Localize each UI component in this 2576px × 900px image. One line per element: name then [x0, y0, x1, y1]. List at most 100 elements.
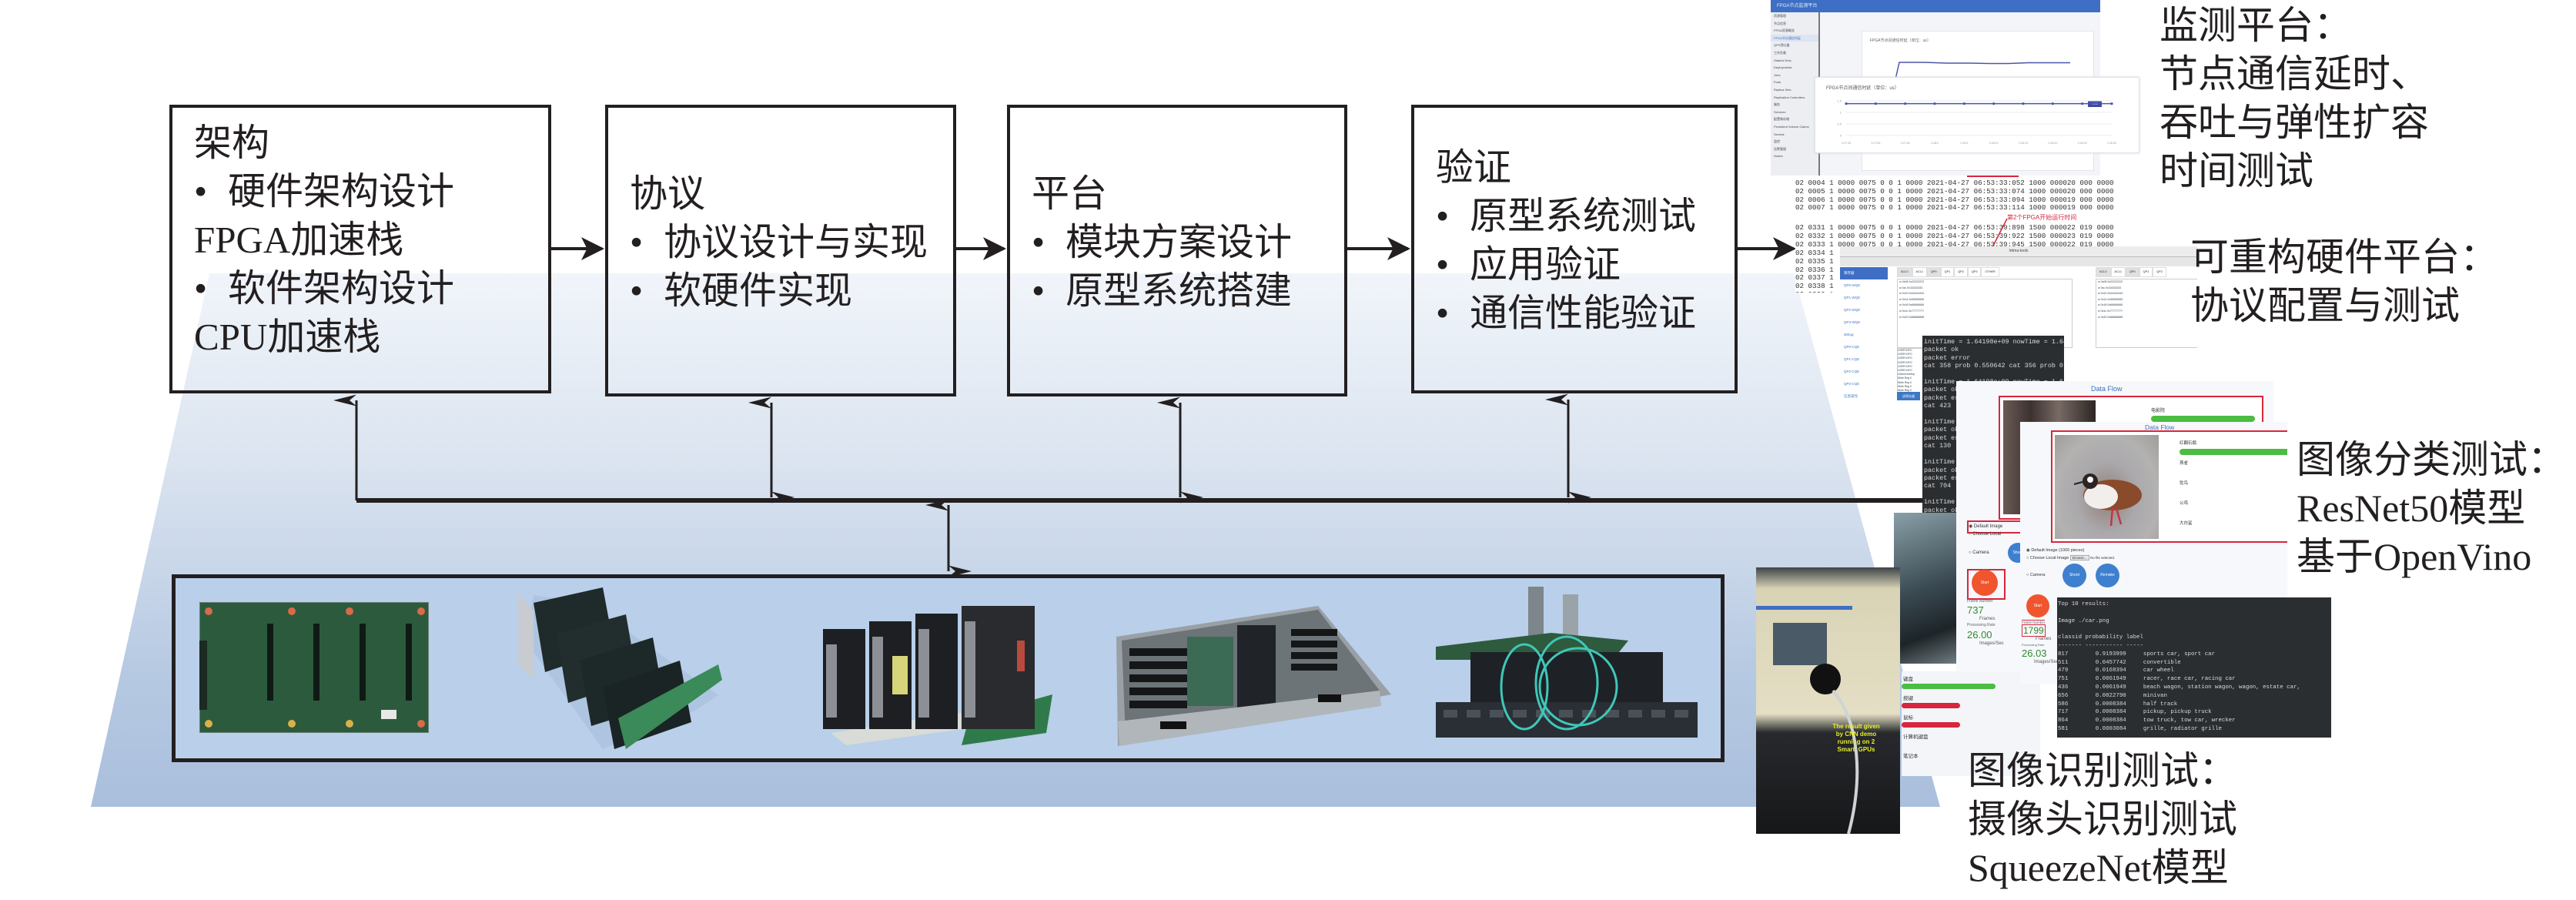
rdma-nav-item[interactable]: QP0-CQE — [1844, 345, 1860, 349]
radio-icon: ○ — [1969, 532, 1973, 537]
dataflow1-radio-local[interactable]: ○ Choose Local — [1969, 532, 2001, 537]
x-tick-label: 2:28:0 — [1931, 142, 1939, 145]
platform-box: 平台 模块方案设计 原型系统搭建 — [1007, 105, 1347, 396]
rdma-tab[interactable]: ACL1 — [1912, 267, 1927, 277]
info-line: Write Reg 0 — [1898, 380, 1912, 384]
x-tick-label: 2:28:15 — [2019, 142, 2028, 145]
browse-button[interactable]: Browse... — [2069, 555, 2089, 560]
rdma-tab[interactable]: QP1 — [1940, 267, 1955, 277]
rdma-toolbar — [1840, 257, 2197, 266]
dataflow1-radio-camera[interactable]: ○ Camera — [1969, 550, 1989, 555]
dataflow2-radio-local[interactable]: ○ Choose Local Image Browse... No file s… — [2026, 555, 2116, 560]
dataflow1-top-bar — [2151, 416, 2255, 422]
dataflow2-rate-unit: Images/Sec — [2034, 660, 2059, 664]
rdma-tab[interactable]: QP2 — [1954, 267, 1968, 277]
dataflow2-radio-default[interactable]: ◉ Default Image (1000 pieces) — [2026, 548, 2085, 553]
rdma-tab[interactable]: ACL0 — [1897, 267, 1912, 277]
rdma-tab[interactable]: QP0 — [1927, 267, 1941, 277]
rdma-nav-item[interactable]: QP1-CQE — [1844, 357, 1860, 361]
dataflow2-radio-camera[interactable]: ○ Camera — [2026, 573, 2046, 577]
latency-point — [1992, 102, 1996, 105]
sidebar-item[interactable]: Secrets — [1774, 132, 1785, 136]
dataflow2-shoot-button[interactable]: Shoot — [2062, 564, 2086, 587]
rdma-nav-item[interactable]: QP1-WQE — [1844, 296, 1861, 299]
rdma-nav-item[interactable]: 寄存器 — [1840, 267, 1888, 279]
y-tick-label: 1.5 — [1837, 99, 1842, 103]
recognition-bars: 键盘按键鼠标计算机键盘笔记本 — [1902, 671, 2040, 776]
y-tick-label: 1 — [1840, 111, 1842, 115]
sidebar-item[interactable]: 节点信息 — [1774, 21, 1786, 25]
rdma-nav-item[interactable]: QP2-CQE — [1844, 370, 1860, 373]
dataflow2-start-button[interactable]: Start — [2026, 594, 2049, 617]
terminal-line: packet error — [1924, 353, 1971, 362]
dataflow1-start-button[interactable]: Start — [1972, 570, 1998, 596]
sidebar-item[interactable]: 配置和存储 — [1774, 117, 1789, 122]
rdma-tab[interactable]: QP3 — [1967, 267, 1982, 277]
log-block-a: 02 0004 1 0000 0075 0 0 1 0000 2021-04-2… — [1795, 179, 2114, 212]
rdma-tab[interactable]: QP1 — [2139, 267, 2153, 277]
dataflow2-remake-button[interactable]: Remake — [2096, 564, 2119, 587]
monitoring-header: FPGA节点监测平台 — [1771, 0, 2100, 12]
sidebar-item[interactable]: Replication Controllers — [1774, 95, 1805, 99]
top10-row: 751 0.0061949 racer, race car, racing ca… — [2058, 676, 2236, 683]
info-line: c0dc/home/top — [1898, 373, 1915, 376]
sidebar-item[interactable]: 工作负载 — [1774, 50, 1786, 55]
rdma-nav-item[interactable]: QP2-WQE — [1844, 308, 1861, 312]
info-line: USER INFO — [1898, 349, 1912, 352]
sidebar-item[interactable]: QPS吞吐量 — [1774, 43, 1790, 48]
dataflow2-result-frame: 红翻石鹬燕雀鸵鸟公鸡大白鲨 — [2051, 430, 2287, 543]
rdma-tab[interactable]: QP2 — [2153, 267, 2166, 277]
recognition-bar — [1902, 722, 1960, 728]
sidebar-item[interactable]: Nodes — [1774, 154, 1783, 159]
rdma-nav-item[interactable]: 信息操作 — [1844, 394, 1858, 398]
network-switch-image — [1436, 587, 1698, 738]
log-line: 02 0338 1 — [1795, 282, 1834, 291]
sidebar-item[interactable]: Deployments — [1774, 65, 1792, 70]
rdma-nav-item[interactable]: QP3-CQE — [1844, 382, 1860, 386]
sidebar-item[interactable]: Stateful Sets — [1774, 58, 1791, 62]
dataflow1-rate-unit: Images/Sec — [1979, 641, 2004, 646]
rdma-nav-item[interactable]: QP0-WQE — [1844, 283, 1861, 287]
log-line: 02 0331 1 0000 0075 0 0 1 0000 2021-04-2… — [1795, 223, 2114, 232]
caption-line: running on 2 — [1837, 738, 1875, 745]
top10-columns: classid probability label — [2058, 634, 2143, 641]
rdma-title: lrdma-tools — [2009, 249, 2029, 253]
sidebar-item[interactable]: Replica Sets — [1774, 87, 1791, 92]
sidebar-item[interactable]: Jobs — [1774, 72, 1781, 77]
rdma-nav-item[interactable]: debug — [1844, 333, 1854, 336]
sidebar-item[interactable]: 监控 — [1774, 139, 1780, 144]
label-line: 协议配置与测试 — [2190, 284, 2460, 327]
info-line: USER INFO — [1898, 369, 1912, 373]
sidebar-item[interactable]: Pods — [1774, 80, 1781, 85]
label-line: 摄像头识别测试 — [1968, 798, 2237, 841]
caption-line: by CNN demo — [1835, 731, 1877, 738]
sidebar-item[interactable]: Persistent Volume Claims — [1774, 124, 1809, 129]
gpu-accelerator-cards-image — [823, 606, 1052, 745]
sidebar-item[interactable]: 告警管理 — [1774, 146, 1786, 151]
radio-icon: ◉ — [2026, 548, 2032, 553]
sidebar-item[interactable]: FPGA节点通信时延 — [1771, 34, 1818, 42]
top10-image: Image ./car.png — [2058, 617, 2109, 624]
radio-icon: ◉ — [1969, 524, 1974, 529]
sidebar-item[interactable]: 资源管理 — [1774, 14, 1786, 18]
rdma-tab[interactable]: OTHER — [1981, 267, 1999, 277]
sidebar-item[interactable]: 服务 — [1774, 102, 1780, 107]
sidebar-item[interactable]: FPGA资源概览 — [1774, 28, 1795, 33]
register-line: w 0x18 0x66666666 — [1899, 303, 1925, 307]
log-annotation: 第2个FPGA开始运行时间 — [2007, 214, 2077, 221]
dataflow1-top-label: 电影院 — [2151, 409, 2166, 413]
rdma-tab[interactable]: ACL0 — [2096, 267, 2111, 277]
dataflow1-frame-value: 737 — [1967, 604, 1984, 616]
register-line: w 0x14 0x55555555 — [1899, 297, 1925, 301]
top10-row: 717 0.0008384 pickup, pickup truck — [2058, 709, 2212, 716]
radio-icon: ○ — [2026, 556, 2030, 560]
read-register-button[interactable]: 读寄存器 — [1897, 392, 1920, 400]
rdma-tab[interactable]: QP0 — [2126, 267, 2139, 277]
rdma-nav-item[interactable]: QP3-WQE — [1844, 320, 1861, 324]
dataflow2-frame-label: Frame Number — [2022, 620, 2046, 624]
label-line: 可重构硬件平台： — [2190, 236, 2498, 279]
no-file-text: No file selected. — [2090, 556, 2116, 560]
sidebar-item[interactable]: Services — [1774, 109, 1786, 114]
rdma-tab[interactable]: ACL1 — [2110, 267, 2126, 277]
